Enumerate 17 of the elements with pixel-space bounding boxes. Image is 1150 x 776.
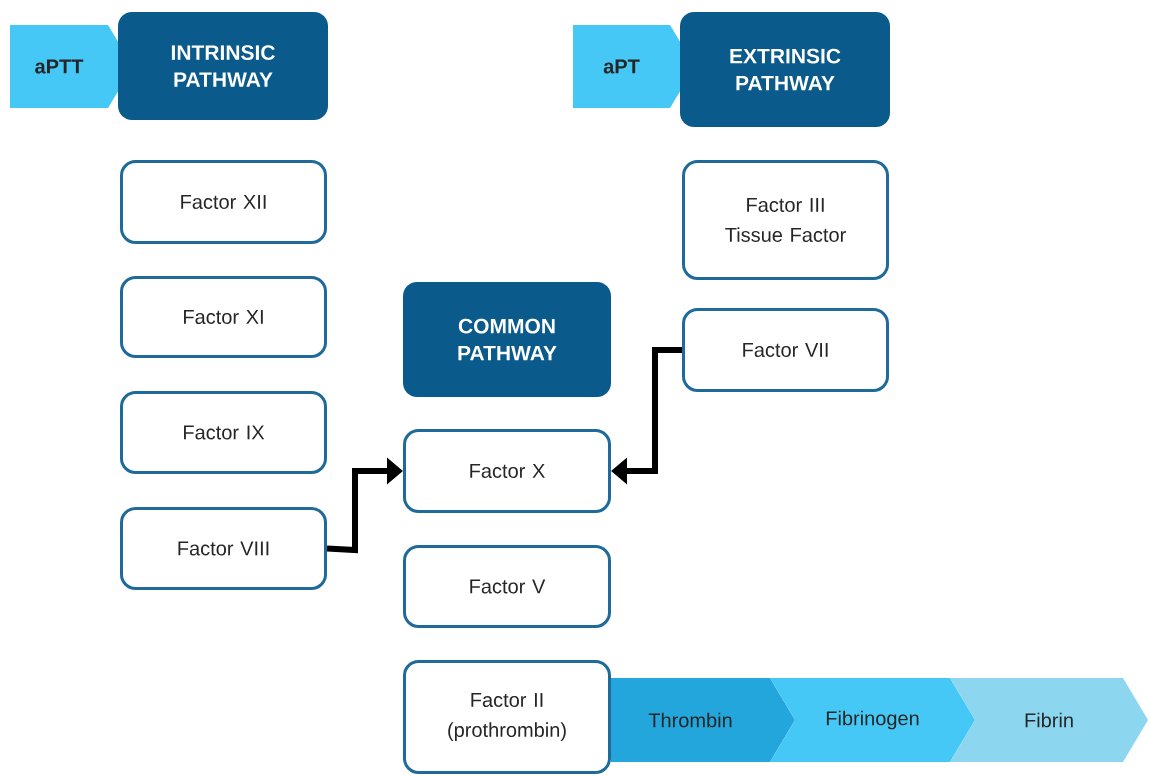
chevron-label: Fibrinogen xyxy=(770,678,975,762)
factor-box: Factor XII xyxy=(120,160,327,244)
chevron-label: Fibrin xyxy=(950,678,1148,762)
factor-box: Factor VIII xyxy=(120,507,327,590)
pathway-header: COMMON PATHWAY xyxy=(403,282,611,397)
factor-box: Factor II (prothrombin) xyxy=(403,660,611,774)
factor-box: Factor VII xyxy=(682,308,889,392)
factor-box: Factor III Tissue Factor xyxy=(682,160,889,280)
factor-box: Factor V xyxy=(403,545,611,628)
pathway-header: EXTRINSIC PATHWAY xyxy=(680,12,890,127)
pathway-header: INTRINSIC PATHWAY xyxy=(118,12,328,120)
chevron-label: aPT xyxy=(573,25,695,108)
factor-box: Factor IX xyxy=(120,391,327,474)
factor-box: Factor XI xyxy=(120,276,327,358)
chevron-label: aPTT xyxy=(10,25,133,108)
factor-box: Factor X xyxy=(403,429,611,513)
chevron-label: Thrombin xyxy=(611,678,795,762)
